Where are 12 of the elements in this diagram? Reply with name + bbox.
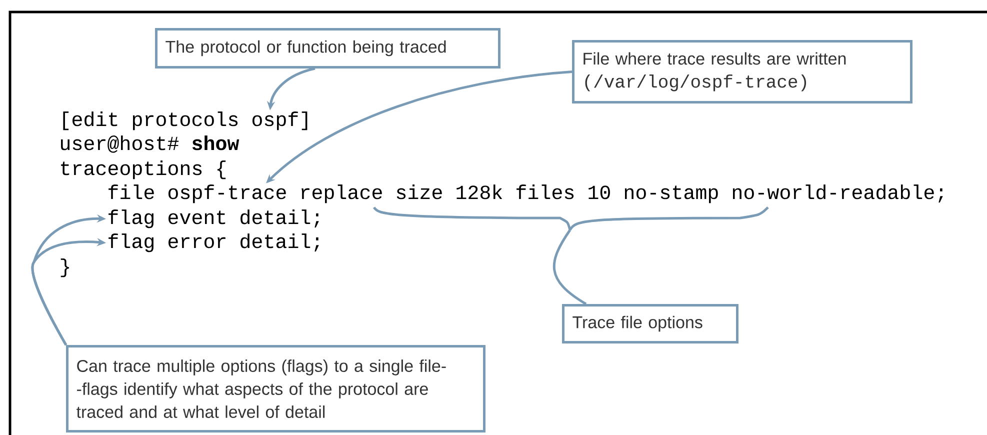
callout-box: File where trace results are written (/var/log/ospf-trace) [572, 40, 912, 104]
code-line: traceoptions { [61, 160, 226, 180]
code-line: flag event detail; [108, 210, 319, 228]
code-line: file ospf-trace replace size 128k files 10 no-stamp no-world-readable; [108, 184, 943, 204]
code-line: } [60, 258, 69, 278]
bracket-leader [372, 206, 770, 306]
callout-box: Can trace multiple options (flags) to a single file--flags identify what aspects of the protocol are traced and at what level of detail [66, 345, 486, 432]
callout-box: The protocol or function being traced [155, 28, 500, 68]
code-line: user@host# show [61, 136, 240, 153]
callout-box: Trace file options [562, 304, 738, 344]
code-line: [edit protocols ospf] [63, 112, 308, 130]
code-line: flag error detail; [108, 234, 319, 252]
